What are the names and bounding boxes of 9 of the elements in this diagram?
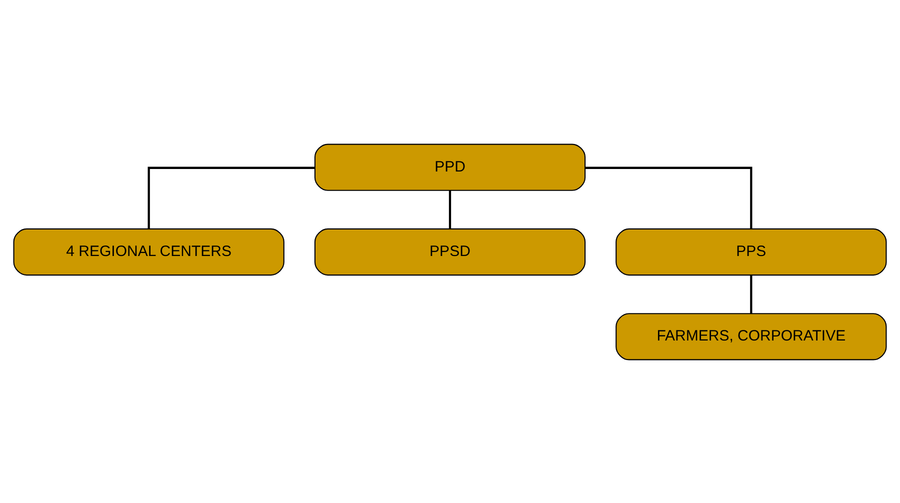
node-box: PPS [616, 228, 887, 276]
node-box: 4 REGIONAL CENTERS [13, 228, 284, 276]
connector [148, 166, 315, 228]
node-box: PPSD [314, 228, 586, 276]
node-box: PPD [314, 143, 586, 190]
node-box: FARMERS, CORPORATIVE [616, 312, 887, 360]
connector [585, 166, 752, 228]
connector [448, 190, 452, 228]
connector [750, 274, 752, 314]
